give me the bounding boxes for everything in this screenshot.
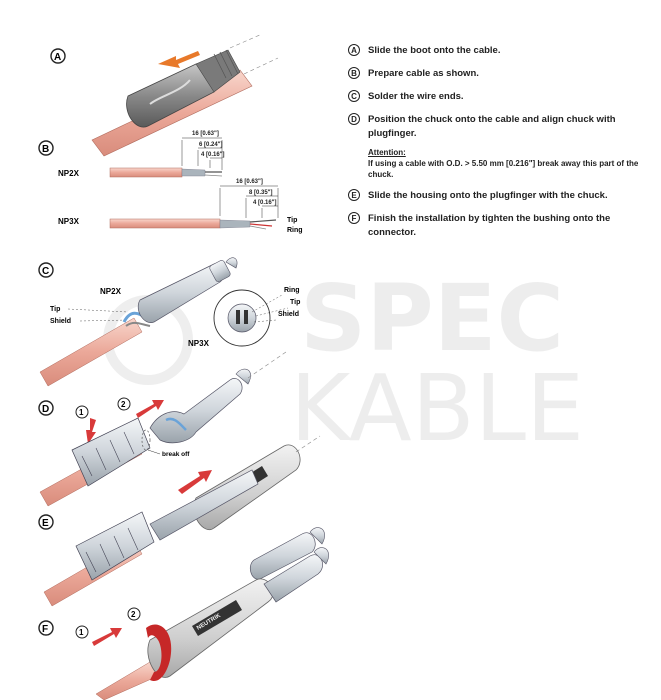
c-tip-label-2: Tip (290, 299, 300, 306)
step-a-letter: A (54, 52, 61, 63)
step-b-badge: B (348, 67, 360, 79)
cable-c (39, 317, 143, 387)
instruction-step-c: C Solder the wire ends. (348, 90, 648, 104)
chuck-e (75, 511, 155, 581)
step-e-letter: E (42, 518, 49, 529)
plug-d (149, 378, 243, 444)
break-off-label: break off (162, 451, 190, 458)
step-a-marker (50, 48, 66, 64)
instruction-text-e: Slide the housing onto the plugfinger wi… (368, 190, 608, 201)
step-d-letter: D (42, 404, 49, 415)
step-c-illustration: C NP2X NP3X Tip Shield Ring Tip Shield (38, 257, 300, 387)
cable-np2x (109, 167, 183, 178)
step-f-marker (38, 620, 54, 636)
np2x-label: NP2X (58, 169, 80, 178)
step-d-illustration: D 1 2 break off (38, 351, 287, 507)
push-f-arrow-icon (92, 628, 122, 646)
cable-np3x (109, 218, 221, 229)
np2x-dim-4: 4 [0.16"] (201, 152, 225, 158)
f-num1: 1 (79, 628, 84, 637)
step-c-letter: C (42, 266, 49, 277)
c-ring-label: Ring (284, 287, 300, 294)
instruction-text-a: Slide the boot onto the cable. (368, 45, 501, 56)
step-a-illustration: A (50, 33, 279, 157)
d-num1: 1 (79, 408, 84, 417)
c-np3x-label: NP3X (188, 339, 210, 348)
attention-title: Attention: (368, 148, 406, 157)
step-d-badge: D (348, 113, 360, 125)
watermark-line2: KABLE (290, 355, 584, 462)
step-b-illustration: B NP2X 16 [0.63"] 6 [0.24"] 4 [0.16"] NP… (38, 131, 303, 234)
instruction-text-c: Solder the wire ends. (368, 91, 464, 102)
instruction-text-f: Finish the installation by tighten the b… (368, 213, 611, 238)
c-shield-label: Shield (50, 318, 71, 325)
slide-arrow-icon (158, 51, 200, 68)
instruction-text-d: Position the chuck onto the cable and al… (368, 114, 616, 139)
step-d-marker (38, 400, 54, 416)
step-e-marker (38, 514, 54, 530)
np3x-ring-label: Ring (287, 227, 303, 234)
step-b-marker (38, 140, 54, 156)
np2x-dim-6: 6 [0.24"] (199, 142, 223, 148)
step-e-illustration: E NEUTRIK (38, 435, 325, 607)
step-c-marker (38, 262, 54, 278)
cable-f (95, 661, 159, 700)
step-b-letter: B (42, 144, 49, 155)
step-c-badge: C (348, 90, 360, 102)
watermark-line1: SPEC (300, 265, 564, 372)
c-tip-label: Tip (50, 306, 60, 313)
attention-text: If using a cable with O.D. > 5.50 mm [0.… (368, 159, 639, 179)
c-shield-label-2: Shield (278, 311, 299, 318)
np3x-dim-16: 16 [0.63"] (236, 179, 263, 185)
np3x-dim-4: 4 [0.16"] (253, 200, 277, 206)
d-num2: 2 (121, 400, 126, 409)
instruction-text-b: Prepare cable as shown. (368, 68, 479, 79)
push-arrow-icon (136, 400, 164, 418)
np2x-dim-16: 16 [0.63"] (192, 131, 219, 137)
instruction-step-a: A Slide the boot onto the cable. (348, 44, 648, 58)
instruction-step-d: D Position the chuck onto the cable and … (348, 113, 648, 180)
c-np2x-label: NP2X (100, 287, 122, 296)
instruction-list: A Slide the boot onto the cable. B Prepa… (348, 44, 648, 249)
f-num2: 2 (131, 610, 136, 619)
instruction-step-e: E Slide the housing onto the plugfinger … (348, 189, 648, 203)
step-f-badge: F (348, 212, 360, 224)
rotate-arrow-icon (146, 624, 172, 682)
instruction-step-f: F Finish the installation by tighten the… (348, 212, 648, 240)
slide-housing-arrow-icon (178, 470, 212, 494)
watermark: SPEC KABLE (103, 265, 584, 462)
np3x-dim-8: 8 [0.35"] (249, 190, 273, 196)
plug-e (149, 469, 259, 541)
chuck-d (71, 417, 151, 487)
down-arrow-icon (86, 418, 96, 444)
step-f-illustration: F 1 2 NEUTRIK (38, 547, 329, 700)
attention-note: Attention: If using a cable with O.D. > … (368, 147, 648, 180)
np3x-tip-label: Tip (287, 217, 297, 224)
step-a-badge: A (348, 44, 360, 56)
step-e-badge: E (348, 189, 360, 201)
instruction-step-b: B Prepare cable as shown. (348, 67, 648, 81)
np3x-label: NP3X (58, 217, 80, 226)
step-f-letter: F (42, 624, 48, 635)
